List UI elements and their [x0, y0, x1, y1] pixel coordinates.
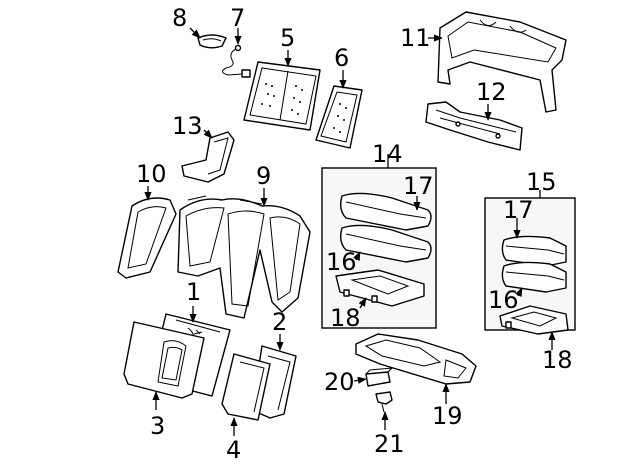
- callout-12: 12: [476, 78, 507, 106]
- callout-17a: 17: [403, 172, 434, 200]
- leader-lines: [144, 27, 556, 436]
- callout-4: 4: [226, 436, 241, 464]
- part-16-cushion-lower[interactable]: [339, 224, 432, 263]
- part-8-clip[interactable]: [197, 34, 227, 49]
- callout-10: 10: [136, 160, 167, 188]
- part-20-block[interactable]: [365, 367, 394, 387]
- callout-16b: 16: [488, 286, 519, 314]
- part-18-pan-b[interactable]: [499, 305, 569, 335]
- part-17-cushion-upper-b[interactable]: [501, 235, 567, 267]
- callout-7: 7: [230, 4, 245, 32]
- callout-2: 2: [272, 308, 287, 336]
- callout-9: 9: [256, 162, 271, 190]
- part-11-seat-frame[interactable]: [437, 11, 567, 113]
- part-12-bracket[interactable]: [425, 101, 523, 151]
- part-13-cover[interactable]: [181, 131, 235, 183]
- part-10-left-bolster[interactable]: [117, 197, 177, 279]
- callout-16a: 16: [326, 248, 357, 276]
- part-21-fastener[interactable]: [375, 391, 393, 413]
- callout-11: 11: [400, 24, 431, 52]
- part-3-cover-panel[interactable]: [123, 321, 205, 399]
- callout-labels: 8 7 5 6 11 12 13 10 9 14 17 16 18 15 17 …: [136, 4, 573, 464]
- part-7-wire[interactable]: [222, 44, 251, 78]
- part-19-seat-pan[interactable]: [355, 333, 477, 385]
- callout-20: 20: [324, 368, 355, 396]
- callout-18a: 18: [330, 304, 361, 332]
- callout-15: 15: [526, 168, 557, 196]
- callout-21: 21: [374, 430, 405, 458]
- part-16-cushion-lower-b[interactable]: [501, 261, 567, 293]
- callout-3: 3: [150, 412, 165, 440]
- callout-18b: 18: [542, 346, 573, 374]
- part-6-trim-panel[interactable]: [315, 85, 363, 149]
- part-17-cushion-upper[interactable]: [339, 192, 432, 231]
- callout-17b: 17: [503, 196, 534, 224]
- callout-8: 8: [172, 4, 187, 32]
- callout-1: 1: [186, 278, 201, 306]
- part-4-cover-panel[interactable]: [221, 353, 271, 421]
- callout-14: 14: [372, 140, 403, 168]
- callout-19: 19: [432, 402, 463, 430]
- callout-13: 13: [172, 112, 203, 140]
- part-5-trim-panel[interactable]: [243, 61, 321, 131]
- callout-6: 6: [334, 44, 349, 72]
- callout-5: 5: [280, 24, 295, 52]
- part-18-pan[interactable]: [335, 269, 425, 307]
